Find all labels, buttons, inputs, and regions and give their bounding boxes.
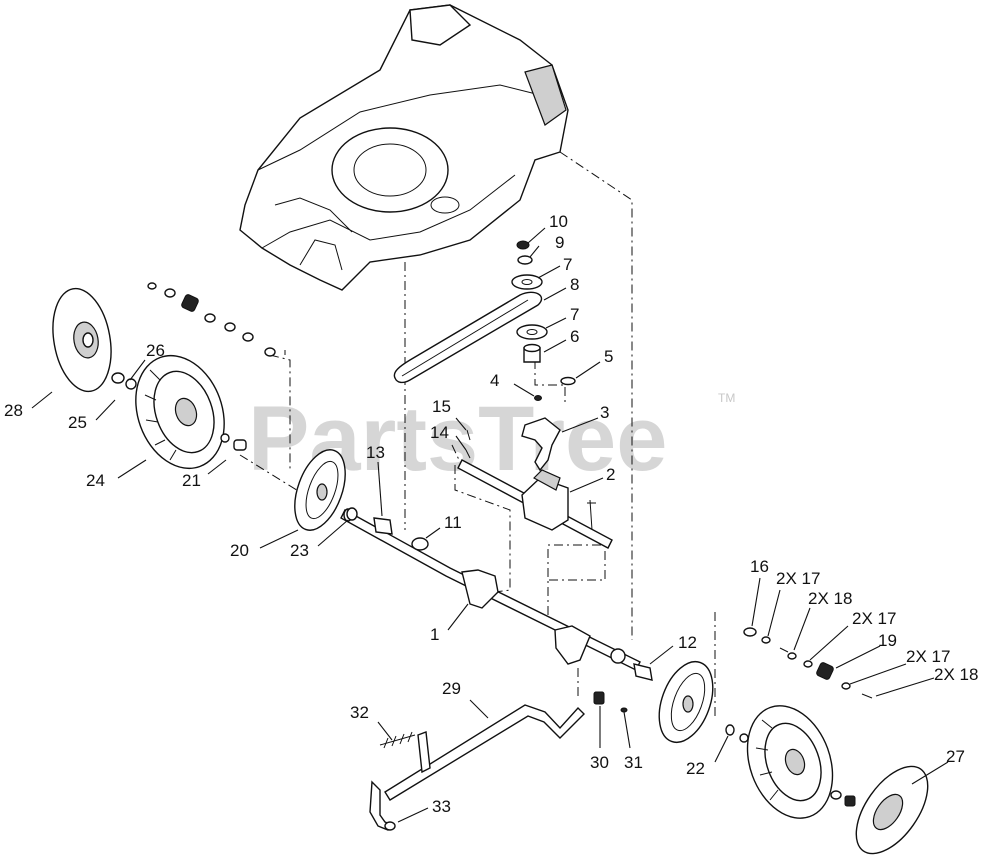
washer-part-5: [560, 376, 576, 386]
tire-wheel-part-24: [135, 354, 225, 470]
callout-3: 3: [600, 403, 609, 422]
callout-28: 28: [4, 401, 23, 420]
bearing-part-12: [633, 663, 653, 681]
small-parts-row-left: [147, 282, 276, 357]
callout-1: 1: [430, 625, 439, 644]
washer-part-12a: [610, 648, 626, 664]
callout-33: 33: [432, 797, 451, 816]
washer-part-16: [743, 627, 757, 637]
callout-21: 21: [182, 471, 201, 490]
callout-labels: 10 9 7 8 7 6 5 4 3 15 14 2 26 28 25 13 2…: [4, 212, 978, 816]
screw-part-4: [534, 395, 542, 401]
clip-part-33: [384, 821, 396, 831]
spring-part-32: [379, 731, 416, 749]
callout-2x17-b: 2X 17: [852, 609, 896, 628]
mower-deck: [239, 4, 569, 291]
rim-right: [658, 660, 714, 744]
callout-7-upper: 7: [563, 255, 572, 274]
callout-29: 29: [442, 679, 461, 698]
callout-9: 9: [555, 233, 564, 252]
washer-part-11: [411, 537, 429, 551]
hubcap-part-28: [52, 287, 112, 393]
leader-lines: [31, 227, 949, 823]
rod-part-29: [384, 704, 585, 801]
callout-4: 4: [490, 371, 499, 390]
callout-12: 12: [678, 633, 697, 652]
callout-20: 20: [230, 541, 249, 560]
washer-part-9: [517, 255, 533, 265]
callout-32: 32: [350, 703, 369, 722]
height-adjuster-assembly: [369, 691, 628, 831]
washer-part-25: [111, 372, 125, 384]
callout-7-lower: 7: [570, 305, 579, 324]
axle-bracket-right: [554, 625, 591, 665]
callout-2: 2: [606, 465, 615, 484]
callout-2x18-b: 2X 18: [934, 665, 978, 684]
belt-part-8: [393, 291, 543, 384]
washer-part-23: [346, 507, 358, 521]
callout-2x17-a: 2X 17: [776, 569, 820, 588]
callout-8: 8: [570, 275, 579, 294]
callout-19: 19: [878, 631, 897, 650]
callout-14: 14: [430, 423, 449, 442]
callout-16: 16: [750, 557, 769, 576]
nut-part-26: [125, 378, 137, 390]
pulley-part-7-upper: [511, 274, 543, 290]
callout-24: 24: [86, 471, 105, 490]
hubcap-part-27: [855, 765, 929, 855]
callout-31: 31: [624, 753, 643, 772]
callout-6: 6: [570, 327, 579, 346]
tire-wheel-right: [746, 705, 834, 819]
gear-part-19: [816, 662, 834, 680]
callout-11: 11: [444, 513, 462, 532]
nut-part-10: [516, 240, 530, 250]
callout-25: 25: [68, 413, 87, 432]
callout-13: 13: [366, 443, 385, 462]
callout-5: 5: [604, 347, 613, 366]
callout-22: 22: [686, 759, 705, 778]
bracket-part-3: [521, 417, 561, 472]
axle-bracket-left: [461, 569, 499, 609]
callout-27: 27: [946, 747, 965, 766]
bushing-part-21: [233, 439, 247, 451]
bearing-part-13: [373, 517, 393, 535]
pin-part-31: [620, 707, 628, 713]
washer-part-22: [725, 724, 735, 736]
callout-30: 30: [590, 753, 609, 772]
rim-part-20: [294, 449, 346, 531]
left-wheel-assembly: [52, 282, 429, 551]
watermark-trademark: TM: [718, 391, 735, 405]
callout-2x17-c: 2X 17: [906, 647, 950, 666]
callout-2x18-a: 2X 18: [808, 589, 852, 608]
callout-23: 23: [290, 541, 309, 560]
pulley-part-7-lower: [516, 324, 548, 340]
callout-26: 26: [146, 341, 165, 360]
washer-part-21a: [220, 433, 230, 443]
right-wheel-assembly: [610, 627, 929, 855]
callout-10: 10: [549, 212, 568, 231]
main-axle-part-1: [340, 508, 641, 671]
knob-part-30: [593, 691, 605, 705]
callout-15: 15: [432, 397, 451, 416]
small-parts-row-right: [743, 627, 873, 699]
transmission-assembly: [457, 459, 613, 549]
nut-right: [844, 795, 856, 807]
belt-pulley-assembly: [393, 240, 576, 472]
